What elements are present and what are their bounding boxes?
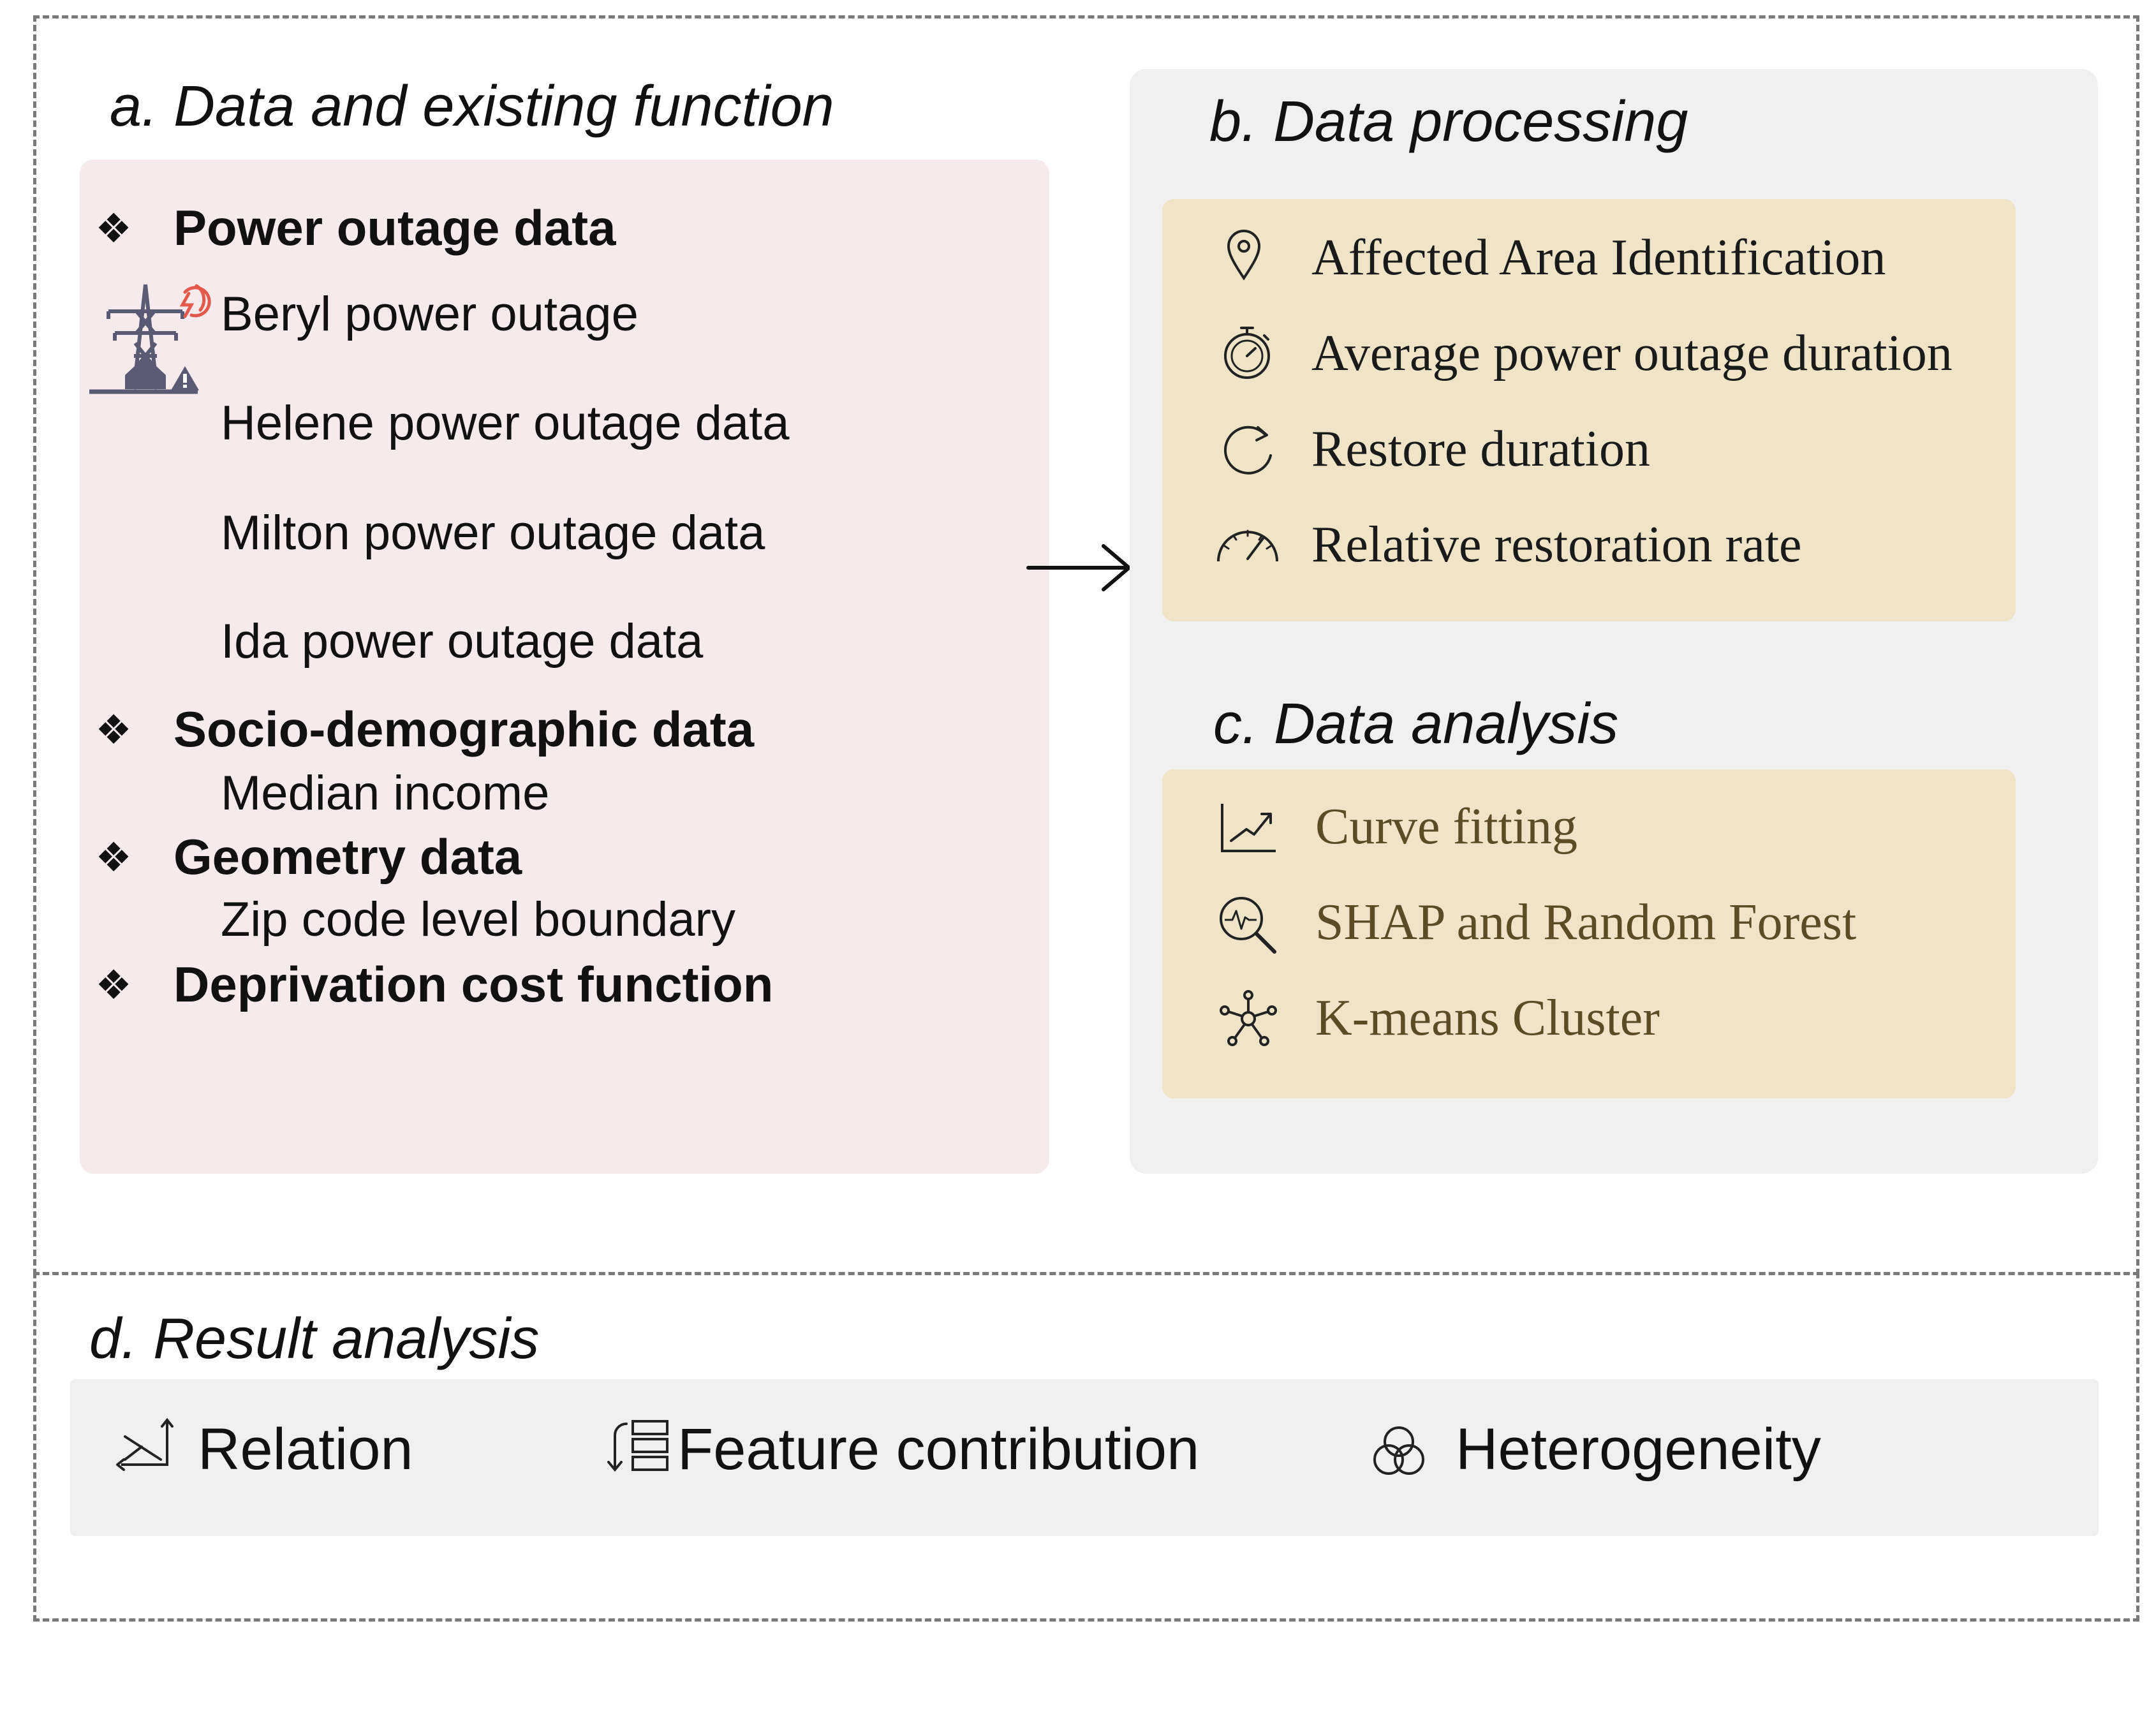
axes-trend-icon xyxy=(116,1417,174,1471)
list-item: Beryl power outage xyxy=(221,287,639,341)
speedometer-icon xyxy=(1217,529,1278,562)
processing-item-average-duration: Average power outage duration xyxy=(1311,325,1953,381)
list-item: Helene power outage data xyxy=(221,396,790,450)
analysis-item-shap-random-forest: SHAP and Random Forest xyxy=(1315,894,1857,950)
panel-a-box xyxy=(80,159,1049,1174)
line-chart-icon xyxy=(1221,804,1276,852)
processing-item-affected-area: Affected Area Identification xyxy=(1311,230,1886,286)
group-heading-deprivation-cost: Deprivation cost function xyxy=(174,956,774,1012)
refresh-arrow-icon xyxy=(1223,425,1272,475)
map-pin-icon xyxy=(1227,230,1261,281)
processing-item-restoration-rate: Relative restoration rate xyxy=(1311,517,1802,573)
outer-frame-top xyxy=(33,15,2139,1275)
group-heading-socio-demographic: Socio-demographic data xyxy=(174,701,755,757)
panel-b-title: b. Data processing xyxy=(1209,90,1688,154)
result-box xyxy=(70,1379,2099,1536)
bullet-icon: ❖ xyxy=(95,962,132,1008)
power-tower-outage-icon xyxy=(89,284,211,394)
outer-frame-bottom xyxy=(33,1272,2139,1622)
bullet-icon: ❖ xyxy=(95,707,132,753)
venn-circles-icon xyxy=(1373,1426,1424,1475)
cluster-icon xyxy=(1220,990,1277,1046)
analysis-item-kmeans: K-means Cluster xyxy=(1315,990,1660,1046)
panel-d-title: d. Result analysis xyxy=(89,1307,540,1371)
result-item-relation: Relation xyxy=(198,1417,413,1482)
list-item: Milton power outage data xyxy=(221,506,765,560)
processing-box xyxy=(1162,199,2016,621)
list-item: Ida power outage data xyxy=(221,614,704,669)
analysis-item-curve-fitting: Curve fitting xyxy=(1315,799,1578,855)
group-heading-power-outage: Power outage data xyxy=(174,200,616,256)
group-heading-geometry: Geometry data xyxy=(174,829,522,885)
feature-list-icon xyxy=(607,1420,668,1472)
panel-a-title: a. Data and existing function xyxy=(110,75,834,138)
search-pulse-icon xyxy=(1220,897,1276,954)
flow-arrow-icon xyxy=(1026,544,1131,591)
list-item: Median income xyxy=(221,766,550,820)
list-item: Zip code level boundary xyxy=(221,892,735,947)
result-item-heterogeneity: Heterogeneity xyxy=(1456,1417,1821,1482)
result-item-feature-contribution: Feature contribution xyxy=(677,1417,1200,1482)
panel-c-title: c. Data analysis xyxy=(1213,692,1619,756)
stopwatch-icon xyxy=(1224,327,1270,379)
processing-item-restore-duration: Restore duration xyxy=(1311,421,1650,477)
bullet-icon: ❖ xyxy=(95,834,132,880)
bullet-icon: ❖ xyxy=(95,205,132,251)
analysis-box xyxy=(1162,769,2016,1098)
